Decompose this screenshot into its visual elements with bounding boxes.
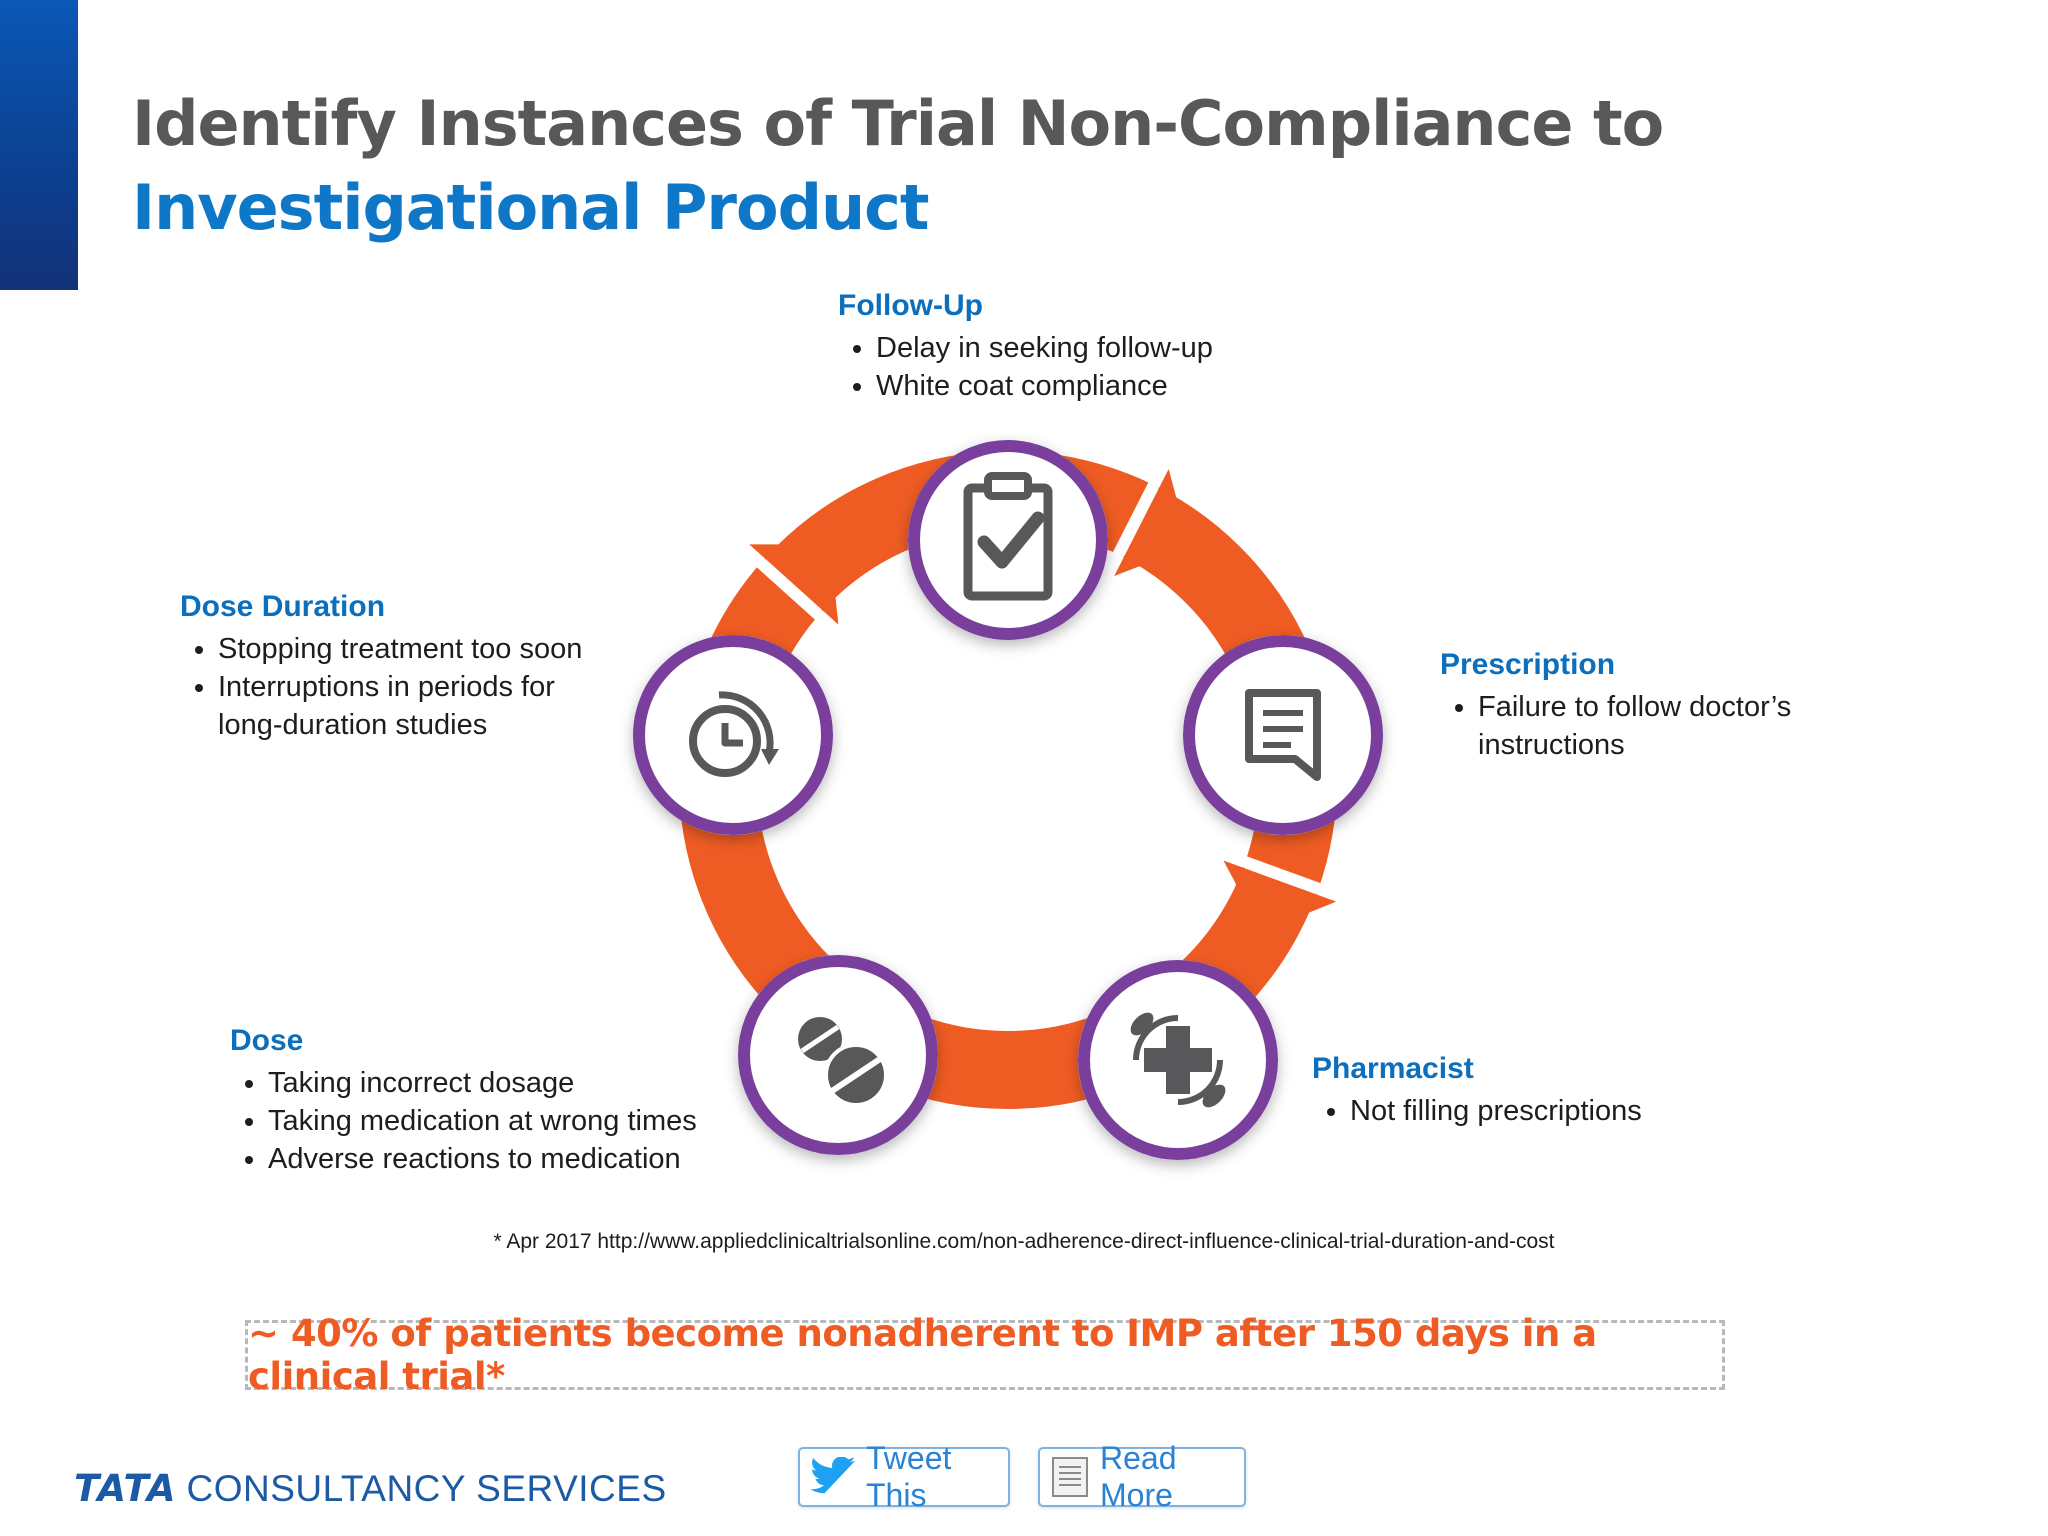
list-item: Stopping treatment too soon: [218, 630, 590, 668]
stage-dose: Dose Taking incorrect dosage Taking medi…: [230, 1024, 697, 1178]
stage-dose-duration-list: Stopping treatment too soon Interruption…: [180, 630, 590, 744]
list-item: Not filling prescriptions: [1350, 1092, 1642, 1130]
stage-dose-duration-heading: Dose Duration: [180, 590, 386, 623]
statistic-text: ~ 40% of patients become nonadherent to …: [248, 1312, 1597, 1398]
accent-bar: [0, 0, 78, 290]
document-icon: [1052, 1457, 1088, 1497]
node-dose-duration: [633, 635, 833, 835]
arrow-head-3: [1223, 849, 1341, 932]
footnote: * Apr 2017 http://www.appliedclinicaltri…: [493, 1230, 1555, 1253]
title-line-1: Identify Instances of Trial Non-Complian…: [132, 87, 1664, 160]
brand-bold: TATA: [74, 1467, 177, 1510]
stage-pharmacist-heading: Pharmacist: [1312, 1052, 1474, 1085]
clipboard-check-icon: [963, 472, 1053, 601]
node-prescription: [1183, 635, 1383, 835]
clock-cycle-icon: [689, 691, 779, 777]
list-item: Interruptions in periods for long-durati…: [218, 668, 590, 744]
pills-icon: [798, 1017, 888, 1107]
stage-dose-heading: Dose: [230, 1024, 304, 1057]
list-item: Taking medication at wrong times: [268, 1102, 697, 1140]
tweet-button[interactable]: Tweet This: [798, 1440, 1010, 1513]
stage-prescription-heading: Prescription: [1440, 648, 1616, 681]
node-dose: [738, 955, 938, 1155]
prescription-note-icon: [1245, 689, 1321, 781]
list-item: White coat compliance: [876, 367, 1213, 405]
stage-dose-list: Taking incorrect dosage Taking medicatio…: [230, 1064, 697, 1178]
arrow-head-2: [1103, 463, 1190, 576]
read-more-button[interactable]: Read More: [1038, 1440, 1246, 1513]
stage-follow-up: Follow-Up Delay in seeking follow-up Whi…: [838, 289, 1213, 405]
list-item: Taking incorrect dosage: [268, 1064, 697, 1102]
twitter-bird-icon: [810, 1457, 856, 1494]
list-item: Adverse reactions to medication: [268, 1140, 697, 1178]
node-pharmacist: [1078, 960, 1278, 1160]
stage-pharmacist-list: Not filling prescriptions: [1312, 1092, 1642, 1130]
stage-prescription-list: Failure to follow doctor’s instructions: [1440, 688, 1860, 764]
tweet-label: Tweet This: [866, 1440, 952, 1513]
stage-follow-up-list: Delay in seeking follow-up White coat co…: [838, 329, 1213, 405]
statistic-callout: ~ 40% of patients become nonadherent to …: [245, 1312, 1725, 1398]
stage-follow-up-heading: Follow-Up: [838, 289, 983, 322]
node-follow-up: [908, 440, 1108, 640]
title-line-2: Investigational Product: [132, 171, 930, 244]
stage-pharmacist: Pharmacist Not filling prescriptions: [1312, 1052, 1642, 1130]
medical-cross-icon: [1130, 1012, 1226, 1108]
list-item: Delay in seeking follow-up: [876, 329, 1213, 367]
read-more-label: Read More: [1100, 1440, 1177, 1513]
page-title: Identify Instances of Trial Non-Complian…: [132, 82, 1664, 250]
stage-dose-duration: Dose Duration Stopping treatment too soo…: [180, 590, 590, 744]
stage-prescription: Prescription Failure to follow doctor’s …: [1440, 648, 1860, 764]
brand-rest: CONSULTANCY SERVICES: [186, 1468, 667, 1509]
list-item: Failure to follow doctor’s instructions: [1478, 688, 1860, 764]
